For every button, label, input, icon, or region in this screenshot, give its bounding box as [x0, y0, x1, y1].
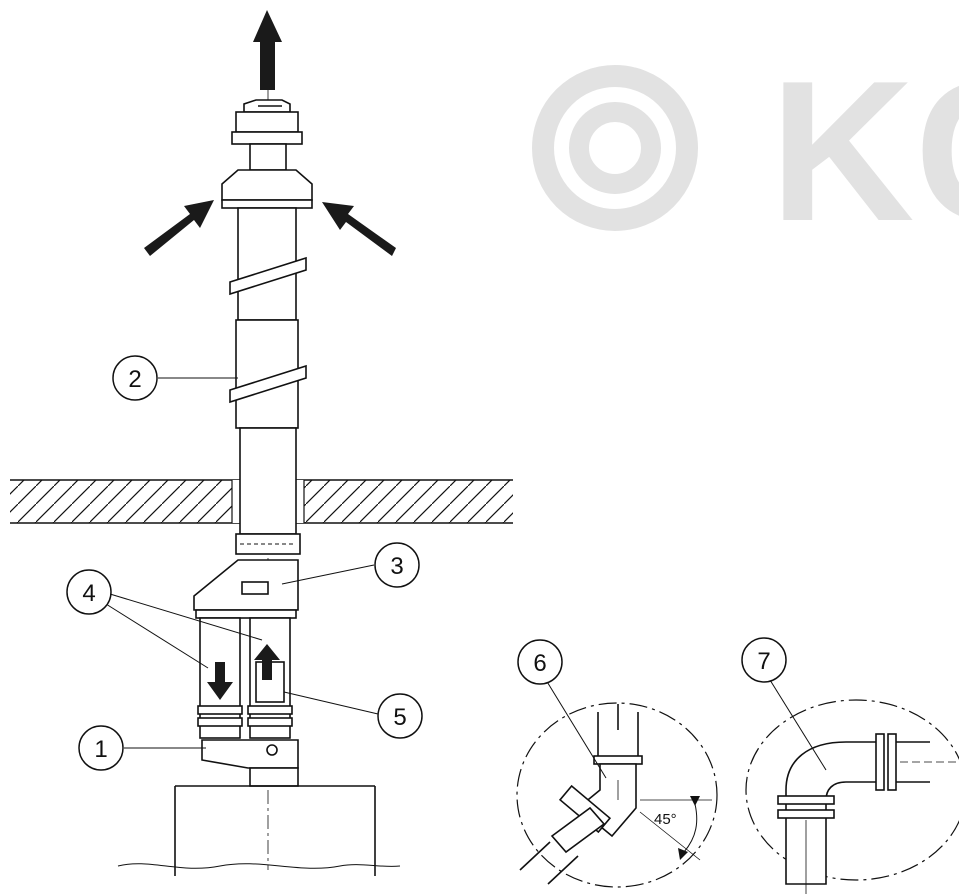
- vertical-flue-pipe: [235, 207, 301, 555]
- intake-arrow-left-icon: [144, 200, 214, 256]
- callout-2: 2: [112, 355, 238, 401]
- detail-45-elbow: 45°: [516, 702, 718, 888]
- twin-pipes: [197, 617, 293, 739]
- callout-1-label: 1: [94, 736, 107, 763]
- callout-5-label: 5: [393, 704, 406, 731]
- boiler-body: [117, 785, 401, 876]
- boiler-connection: [201, 739, 299, 787]
- callout-2-label: 2: [128, 366, 141, 393]
- callout-3-label: 3: [390, 553, 403, 580]
- callout-4-label: 4: [82, 580, 95, 607]
- callout-7-label: 7: [757, 648, 770, 675]
- downflow-arrow-icon: [207, 662, 233, 700]
- terminal-cap: [221, 99, 313, 209]
- callout-3: 3: [281, 542, 420, 588]
- air-intake-arrows: [144, 200, 396, 256]
- exhaust-arrow-icon: [253, 10, 282, 90]
- twin-pipe-adapter: [193, 559, 299, 619]
- callout-6: 6: [517, 639, 607, 779]
- callout-1: 1: [78, 725, 206, 771]
- watermark-text: KC: [770, 40, 959, 263]
- detail-90-elbow: [745, 699, 959, 894]
- callout-6-label: 6: [533, 650, 546, 677]
- callout-4: 4: [66, 569, 263, 669]
- callout-5: 5: [283, 691, 423, 739]
- angle-label: 45°: [654, 811, 677, 828]
- watermark-logo: KC: [532, 40, 959, 263]
- intake-arrow-right-icon: [322, 202, 396, 256]
- pipe-break-marks: [229, 256, 307, 404]
- callout-7: 7: [741, 637, 827, 771]
- upflow-arrow-icon: [254, 644, 280, 680]
